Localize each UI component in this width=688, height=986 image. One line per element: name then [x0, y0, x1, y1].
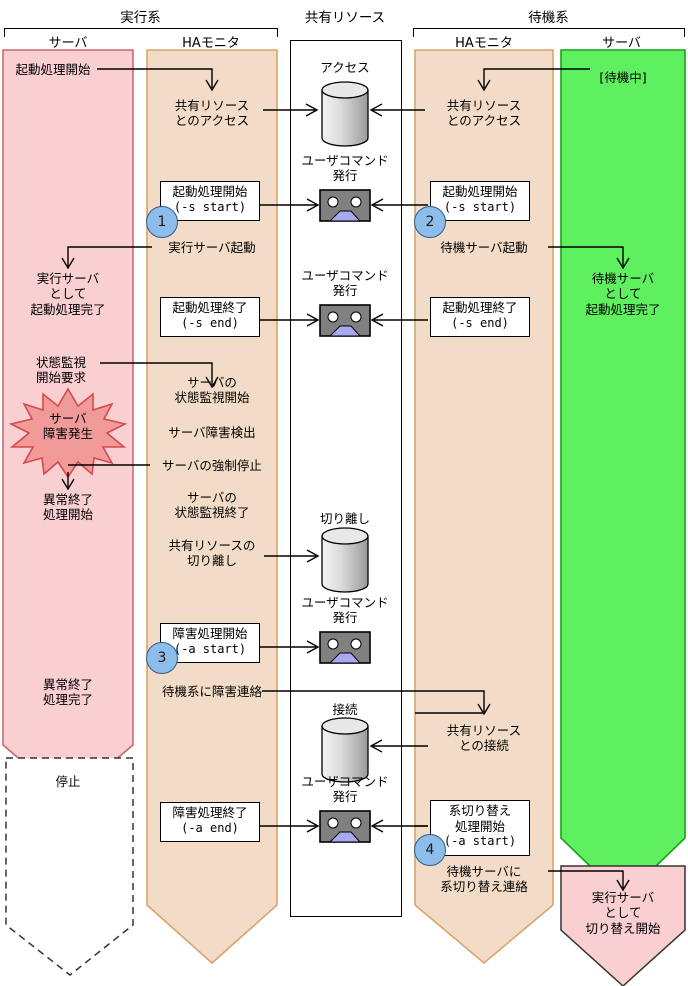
step-standby-waiting: [待機中] — [599, 70, 647, 85]
cmdbox-switch-line2: (-a start) — [443, 834, 517, 849]
bracket-active — [4, 28, 278, 37]
group-title-standby: 待機系 — [528, 10, 569, 26]
step-notify-standby-switch: 待機サーバに 系切り替え連絡 — [440, 864, 528, 895]
cmdbox-s-start-line2: (-s start) — [173, 199, 247, 214]
step-server-failure: サーバ 障害発生 — [42, 411, 93, 442]
cmdbox-switch-line1b: 処理開始 — [454, 818, 505, 834]
bracket-standby — [413, 28, 685, 37]
step-server-status-monitor-start: サーバの 状態監視開始 — [174, 375, 250, 406]
step-abend-proc-complete: 異常終了 処理完了 — [42, 677, 93, 708]
shared-label-access: アクセス — [320, 60, 370, 75]
command-icon — [319, 304, 371, 337]
disk-icon — [321, 717, 369, 783]
column-label-active-hamonitor: HAモニタ — [182, 36, 240, 51]
step-stopped: 停止 — [55, 774, 81, 789]
command-icon — [319, 189, 371, 222]
step-shared-resource-connect: 共有リソース との接続 — [446, 723, 522, 754]
shared-resource-frame — [290, 40, 402, 917]
cmdbox-s-end-standby-line2: (-s end) — [451, 315, 509, 330]
disk-icon — [321, 527, 369, 593]
cmdbox-s-start-standby[interactable]: 起動処理開始 (-s start) — [430, 181, 530, 221]
group-title-active: 実行系 — [120, 10, 161, 26]
step-shared-resource-detach: 共有リソースの 切り離し — [168, 538, 256, 569]
shared-label-user-command-1: ユーザコマンド 発行 — [301, 153, 389, 184]
shape-switch-to-active — [560, 865, 686, 986]
step-start-proc-begin: 起動処理開始 — [15, 62, 91, 77]
step-number-2: 2 — [414, 206, 446, 238]
cmdbox-a-end[interactable]: 障害処理終了 (-a end) — [160, 802, 260, 842]
lane-active-hamonitor — [146, 49, 278, 965]
cmdbox-s-end[interactable]: 起動処理終了 (-s end) — [160, 297, 260, 337]
step-shared-resource-access-standby: 共有リソース とのアクセス — [446, 98, 522, 129]
cmdbox-s-start-line1: 起動処理開始 — [172, 184, 248, 199]
cmdbox-a-start-line1: 障害処理開始 — [172, 626, 248, 641]
command-icon — [319, 810, 371, 843]
cmdbox-s-start[interactable]: 起動処理開始 (-s start) — [160, 181, 260, 221]
cmdbox-s-start-standby-line2: (-s start) — [443, 199, 517, 214]
step-server-status-monitor-end: サーバの 状態監視終了 — [174, 490, 250, 521]
shared-label-user-command-2: ユーザコマンド 発行 — [301, 268, 389, 299]
lane-standby-hamonitor — [414, 49, 554, 965]
step-number-1: 1 — [146, 206, 178, 238]
step-shared-resource-access: 共有リソース とのアクセス — [174, 98, 250, 129]
cmdbox-switch-a-start[interactable]: 系切り替え 処理開始 (-a start) — [430, 800, 530, 856]
cmdbox-s-end-standby-line1: 起動処理終了 — [442, 300, 518, 315]
lane-active-server-stopped — [5, 757, 134, 976]
cmdbox-switch-line1: 系切り替え — [448, 803, 512, 818]
step-notify-standby-failure: 待機系に障害連絡 — [161, 684, 262, 699]
shared-label-connect: 接続 — [332, 702, 358, 717]
cmdbox-a-end-line2: (-a end) — [181, 820, 239, 835]
step-number-3: 3 — [146, 642, 178, 674]
cmdbox-a-end-line1: 障害処理終了 — [172, 805, 248, 820]
cmdbox-s-end-standby[interactable]: 起動処理終了 (-s end) — [430, 297, 530, 337]
step-standby-server-start: 待機サーバ起動 — [440, 240, 528, 255]
step-active-server-start-complete: 実行サーバ として 起動処理完了 — [30, 271, 106, 317]
command-icon — [319, 631, 371, 664]
step-switch-to-active: 実行サーバ として 切り替え開始 — [585, 890, 661, 936]
shared-label-user-command-3: ユーザコマンド 発行 — [301, 595, 389, 626]
shared-label-user-command-4: ユーザコマンド 発行 — [301, 774, 389, 805]
cmdbox-s-end-line2: (-s end) — [181, 315, 239, 330]
cmdbox-a-start-line2: (-a start) — [173, 641, 247, 656]
column-label-standby-hamonitor: HAモニタ — [455, 36, 513, 51]
step-status-monitor-request: 状態監視 開始要求 — [35, 355, 86, 386]
step-server-failure-detect: サーバ障害検出 — [168, 425, 256, 440]
cmdbox-s-start-standby-line1: 起動処理開始 — [442, 184, 518, 199]
cmdbox-s-end-line1: 起動処理終了 — [172, 300, 248, 315]
shared-label-detach: 切り離し — [319, 511, 370, 526]
step-server-forced-stop: サーバの強制停止 — [162, 458, 262, 473]
step-standby-server-start-complete: 待機サーバ として 起動処理完了 — [585, 271, 661, 317]
step-number-4: 4 — [414, 834, 446, 866]
column-label-standby-server: サーバ — [602, 36, 641, 51]
column-label-active-server: サーバ — [48, 36, 88, 51]
step-active-server-start: 実行サーバ起動 — [168, 240, 256, 255]
step-abend-proc-begin: 異常終了 処理開始 — [42, 492, 93, 523]
disk-icon — [321, 81, 369, 147]
group-title-shared: 共有リソース — [304, 10, 386, 26]
